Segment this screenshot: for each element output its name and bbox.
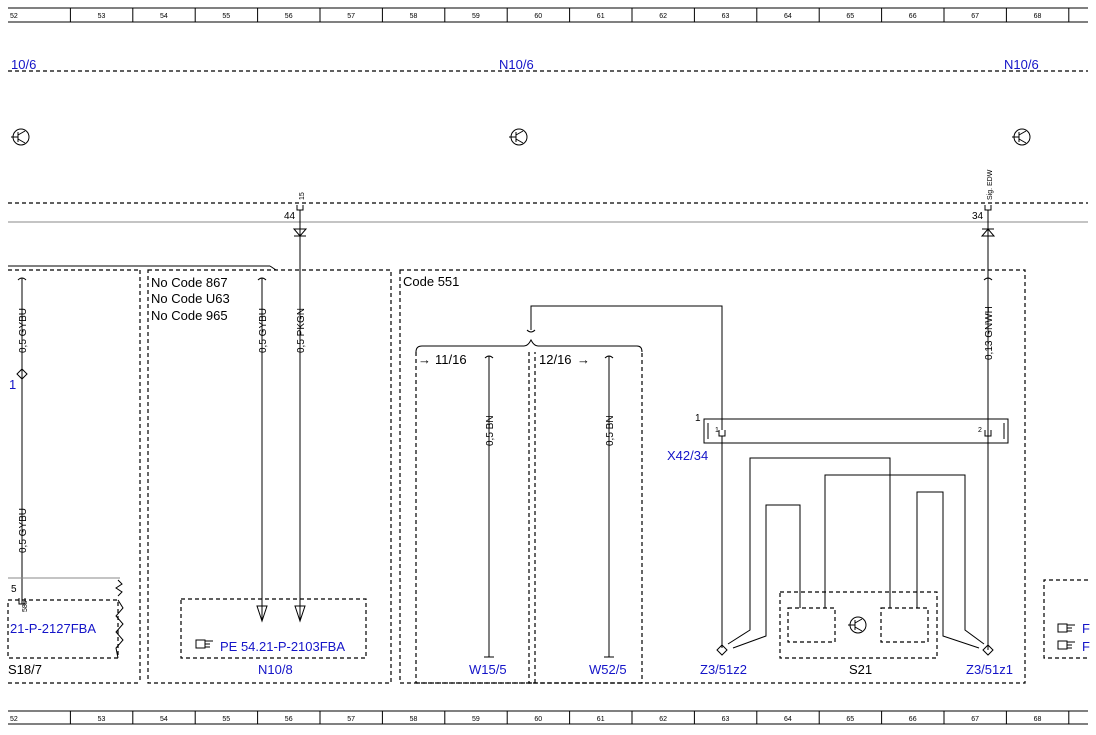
switch-12-16: 12/16 (539, 352, 572, 367)
bus-label-left[interactable]: 10/6 (11, 57, 36, 72)
arrow-down-icon (256, 605, 268, 623)
ref-link-n10-8[interactable]: PE 54.21-P-2103FBA (220, 639, 345, 654)
wire-label-bn-2[interactable]: 0,5 BN (605, 415, 616, 446)
top-ruler-label: 68 (1034, 13, 1042, 20)
pin-sig-edw-connector: Sig. EDW 34 (972, 169, 996, 650)
top-ruler-label: 56 (285, 13, 293, 20)
top-ruler-label: 60 (534, 13, 542, 20)
component-s21[interactable]: S21 (849, 662, 872, 677)
top-ruler: 525354555657585960616263646566676869 (8, 7, 1088, 23)
top-ruler-label: 63 (722, 13, 730, 20)
splice-ref-1[interactable]: 1 (9, 377, 16, 392)
arrow-right-icon: → (418, 352, 431, 367)
bottom-ruler-label: 64 (784, 716, 792, 723)
pin-15-name: 15 (299, 192, 306, 200)
right-partial-box: F F (1043, 579, 1090, 659)
top-ruler-label: 66 (909, 13, 917, 20)
top-ruler-label: 64 (784, 13, 792, 20)
component-n10-8[interactable]: N10/8 (258, 662, 293, 677)
bottom-ruler: 525354555657585960616263646566676869 (8, 710, 1088, 725)
pin-sig-edw-name: Sig. EDW (987, 169, 994, 200)
bottom-ruler-label: 52 (10, 716, 18, 723)
bottom-ruler-label: 54 (160, 716, 168, 723)
bottom-ruler-label: 63 (722, 716, 730, 723)
bottom-ruler-label: 55 (222, 716, 230, 723)
switch-11-16: 11/16 (435, 352, 467, 367)
no-code-867: No Code 867 (151, 275, 228, 290)
bus-label-mid[interactable]: N10/6 (499, 57, 534, 72)
arrow-down-icon (294, 605, 306, 623)
component-s18-7[interactable]: S18/7 (8, 662, 42, 677)
bottom-ruler-label: 61 (597, 716, 605, 723)
top-ruler-label: 53 (98, 13, 106, 20)
code-551-label: Code 551 (403, 274, 459, 289)
bottom-ruler-label: 65 (846, 716, 854, 723)
connector-pin-1: 1 (715, 427, 719, 434)
ref-link-right-1[interactable]: F (1082, 621, 1090, 636)
top-ruler-label: 67 (971, 13, 979, 20)
wire-label-bn-1[interactable]: 0,5 BN (485, 415, 496, 446)
bus-label-right[interactable]: N10/6 (1004, 57, 1039, 72)
bottom-ruler-label: 68 (1034, 716, 1042, 723)
no-code-u63: No Code U63 (151, 291, 230, 306)
bottom-ruler-label: 57 (347, 716, 355, 723)
top-ruler-label: 62 (659, 13, 667, 20)
bottom-ruler-label: 60 (534, 716, 542, 723)
pin-58s-label: 58s (22, 600, 29, 612)
bottom-ruler-label: 58 (410, 716, 418, 723)
top-ruler-label: 55 (222, 13, 230, 20)
bottom-ruler-label: 59 (472, 716, 480, 723)
s18-7-box: 0,5 GYBU 1 0,5 GYBU 5 58s 21-P-2127FBA S… (7, 269, 141, 684)
wire-label-pkgn[interactable]: 0,5 PKGN (296, 308, 307, 353)
top-ruler-label: 57 (347, 13, 355, 20)
n10-8-box: No Code 867 No Code U63 No Code 965 0,5 … (147, 269, 392, 684)
bottom-ruler-label: 66 (909, 716, 917, 723)
terminal-z3-51z1-icon (982, 644, 994, 656)
arrow-right-icon: → (577, 352, 590, 367)
code-551-box: Code 551 → 11/16 0,5 BN W15/5 12/16 → 0,… (399, 269, 1026, 684)
pointing-hand-icon (195, 639, 213, 649)
pointing-hand-icon (1057, 623, 1075, 633)
component-z3-51z1[interactable]: Z3/51z1 (966, 662, 1013, 677)
pin-5-label: 5 (11, 584, 17, 595)
top-ruler-label: 54 (160, 13, 168, 20)
pin-15-number: 44 (284, 211, 296, 222)
bottom-ruler-label: 67 (971, 716, 979, 723)
switch-s21-box (779, 591, 938, 659)
wire-label-gybu-2[interactable]: 0,5 GYBU (18, 508, 29, 553)
bottom-ruler-label: 53 (98, 716, 106, 723)
terminal-z3-51z2-icon (716, 644, 728, 656)
electronic-symbol-icon (1012, 128, 1031, 146)
bottom-ruler-label: 62 (659, 716, 667, 723)
top-ruler-label: 58 (410, 13, 418, 20)
component-x42-34[interactable]: X42/34 (667, 448, 708, 463)
pin-15-connector: 15 44 (284, 192, 308, 620)
component-z3-51z2[interactable]: Z3/51z2 (700, 662, 747, 677)
component-w52-5[interactable]: W52/5 (589, 662, 627, 677)
electronic-symbol-icon (509, 128, 528, 146)
top-ruler-label: 59 (472, 13, 480, 20)
component-w15-5[interactable]: W15/5 (469, 662, 507, 677)
top-ruler-label: 65 (846, 13, 854, 20)
top-ruler-label: 61 (597, 13, 605, 20)
ref-link-left[interactable]: 21-P-2127FBA (10, 621, 96, 636)
wire-label-gnwh[interactable]: 0,13 GNWH (984, 306, 995, 360)
splice-icon (16, 368, 28, 380)
pointing-hand-icon (1057, 640, 1075, 650)
bottom-ruler-label: 56 (285, 716, 293, 723)
electronic-symbol-icon (848, 616, 867, 634)
ref-link-right-2[interactable]: F (1082, 639, 1090, 654)
wire-label-gybu-1[interactable]: 0,5 GYBU (18, 308, 29, 353)
electronic-symbol-icon (11, 128, 30, 146)
pin-sig-edw-number: 34 (972, 211, 984, 222)
connector-x42-34 (703, 418, 1009, 444)
connector-pin-1-outer: 1 (695, 413, 701, 424)
no-code-965: No Code 965 (151, 308, 228, 323)
connector-pin-2: 2 (978, 427, 982, 434)
wire-label-gybu-3[interactable]: 0,5 GYBU (258, 308, 269, 353)
top-ruler-label: 52 (10, 13, 18, 20)
